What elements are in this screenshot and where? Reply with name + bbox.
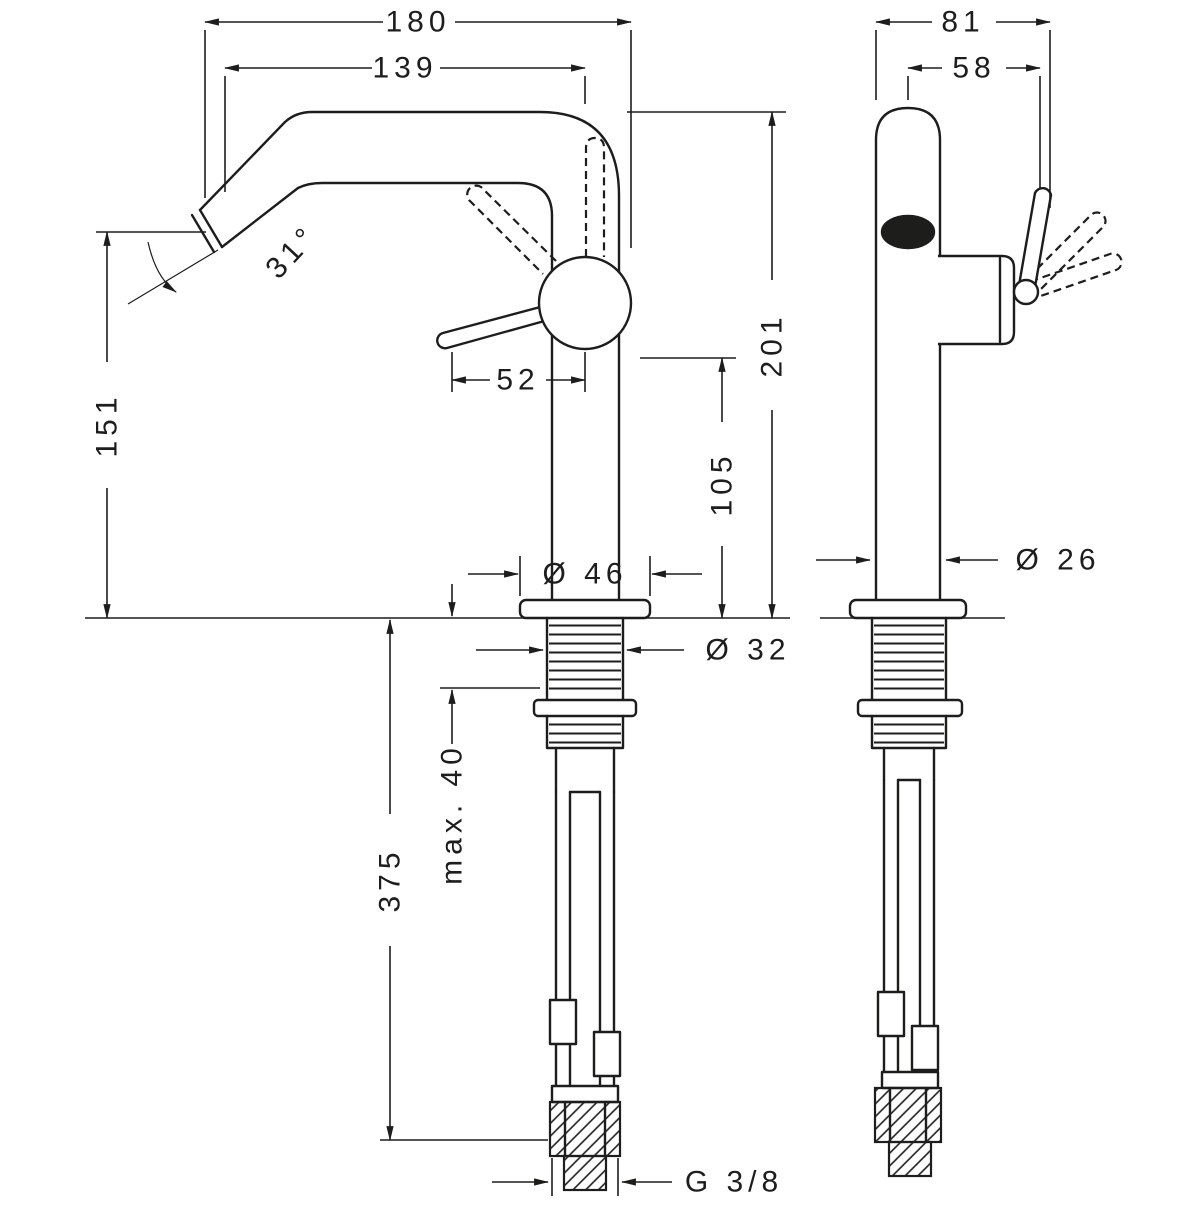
lever-position-up-dashed: [584, 136, 606, 257]
dim-label-base-diameter: Ø 46: [542, 558, 627, 591]
hose-collar: [880, 1070, 940, 1090]
handle-hub: [537, 255, 633, 351]
hose-fitting: [592, 1030, 622, 1078]
hose-nut-side: [873, 1086, 943, 1144]
dim-label-body-diameter: Ø 26: [1015, 544, 1100, 577]
dimension-labels: 180 139 81 58 151 201 105 52 31° Ø 46 Ø …: [91, 6, 1100, 1199]
dim-label-hose-length: 375: [374, 847, 407, 912]
lever-position-diagonal-dashed: [466, 184, 557, 275]
hose-fitting: [910, 1024, 940, 1072]
hose-fitting: [548, 998, 578, 1046]
dim-label-total-height: 201: [756, 312, 789, 377]
spout-outlet-ellipse: [880, 214, 936, 250]
base-plate-side: [848, 598, 968, 620]
lever-position-dashed: [1022, 252, 1123, 302]
dim-label-total-width: 180: [385, 6, 450, 39]
mounting-nut-side: [856, 698, 964, 718]
dim-label-spout-reach: 139: [372, 52, 437, 85]
dim-label-body-depth: 58: [952, 52, 995, 85]
spout-and-body-outline: [190, 110, 621, 602]
supply-hoses-side: [873, 746, 943, 1178]
dimension-lines: [103, 18, 1052, 1186]
spout-tip-face: [198, 208, 224, 249]
dim-label-connection-thread: G 3/8: [685, 1166, 783, 1199]
handle-lever-front: [436, 136, 633, 351]
hose-fitting: [876, 990, 906, 1038]
handle-lever-side: [938, 186, 1123, 346]
mounting-front: [518, 598, 652, 750]
hose-nut-front: [548, 1100, 622, 1158]
lever-solid: [436, 304, 550, 350]
mounting-side: [848, 598, 968, 750]
dim-label-shank-diameter: Ø 32: [705, 634, 790, 667]
dim-label-total-depth: 81: [941, 6, 984, 39]
mounting-nut-front: [532, 698, 638, 718]
cartridge-housing: [938, 254, 1016, 346]
dim-label-spout-angle: 31°: [259, 219, 324, 286]
hose-end-stub: [562, 1154, 608, 1192]
lever-joint: [1012, 278, 1040, 306]
dim-label-spout-height: 151: [91, 392, 124, 457]
supply-hoses-front: [548, 746, 622, 1192]
body-side-outline: [874, 106, 942, 600]
dim-label-max-deck-thickness: max. 40: [436, 743, 469, 885]
lever-solid-side: [1016, 186, 1053, 295]
hose-collar: [550, 1084, 620, 1104]
aerator-line: [190, 213, 216, 254]
extension-lines: [85, 30, 1051, 1196]
side-view: [848, 106, 1123, 1178]
dim-label-lever-length: 52: [496, 364, 539, 397]
spout-angle-reference-line: [127, 249, 219, 305]
spout-angle-arc-arrow: [147, 241, 177, 293]
base-plate-front: [518, 598, 652, 620]
hose-end-stub: [887, 1140, 933, 1178]
dim-label-handle-height: 105: [706, 451, 739, 516]
front-view: [190, 110, 652, 1192]
